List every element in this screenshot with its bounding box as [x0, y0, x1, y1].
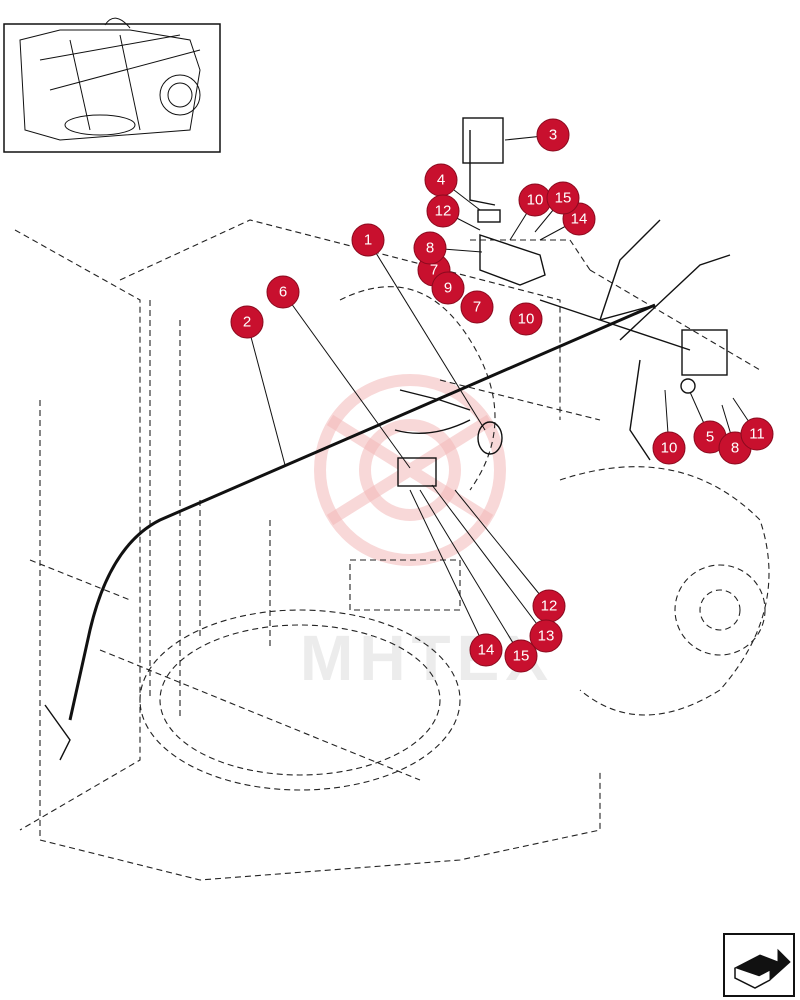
svg-text:4: 4 — [437, 172, 445, 189]
callout-12a[interactable]: 12 — [426, 194, 460, 228]
callout-5[interactable]: 5 — [693, 420, 727, 454]
callout-8a[interactable]: 8 — [413, 231, 447, 265]
callout-9[interactable]: 9 — [431, 271, 465, 305]
callout-2[interactable]: 2 — [230, 305, 264, 339]
svg-text:15: 15 — [555, 190, 572, 207]
callout-10b[interactable]: 10 — [509, 302, 543, 336]
svg-text:13: 13 — [538, 628, 555, 645]
watermark-logo: МНТЕХ — [300, 374, 548, 694]
svg-text:6: 6 — [279, 284, 287, 301]
svg-text:10: 10 — [518, 311, 535, 328]
next-page-arrow-icon[interactable] — [723, 933, 795, 997]
svg-text:5: 5 — [706, 429, 714, 446]
callout-7b[interactable]: 7 — [460, 290, 494, 324]
callout-14b[interactable]: 14 — [469, 633, 503, 667]
callout-13[interactable]: 13 — [529, 619, 563, 653]
svg-text:12: 12 — [541, 598, 558, 615]
callout-4[interactable]: 4 — [424, 163, 458, 197]
svg-text:2: 2 — [243, 314, 251, 331]
svg-text:15: 15 — [513, 648, 530, 665]
svg-text:11: 11 — [749, 426, 765, 443]
leader-lines — [246, 134, 758, 657]
svg-text:1: 1 — [364, 232, 372, 249]
svg-text:14: 14 — [478, 642, 495, 659]
machine-frame-outline — [14, 219, 770, 881]
wiring-harness — [44, 117, 731, 761]
callout-6[interactable]: 6 — [266, 275, 300, 309]
callout-12b[interactable]: 12 — [532, 589, 566, 623]
svg-text:8: 8 — [426, 240, 434, 257]
svg-text:7: 7 — [473, 299, 481, 316]
svg-text:12: 12 — [435, 203, 452, 220]
svg-text:7: 7 — [430, 262, 438, 279]
callout-15b[interactable]: 15 — [504, 639, 538, 673]
svg-text:10: 10 — [661, 440, 678, 457]
callout-15a[interactable]: 15 — [546, 181, 580, 215]
svg-text:3: 3 — [549, 127, 557, 144]
svg-text:10: 10 — [527, 192, 544, 209]
svg-text:8: 8 — [731, 440, 739, 457]
svg-text:14: 14 — [571, 211, 588, 228]
callout-1[interactable]: 1 — [351, 223, 385, 257]
callout-10a[interactable]: 10 — [518, 183, 552, 217]
callout-3[interactable]: 3 — [536, 118, 570, 152]
callout-10c[interactable]: 10 — [652, 431, 686, 465]
callout-11[interactable]: 11 — [740, 417, 774, 451]
svg-text:9: 9 — [444, 280, 452, 297]
overview-thumbnail[interactable] — [3, 17, 221, 153]
